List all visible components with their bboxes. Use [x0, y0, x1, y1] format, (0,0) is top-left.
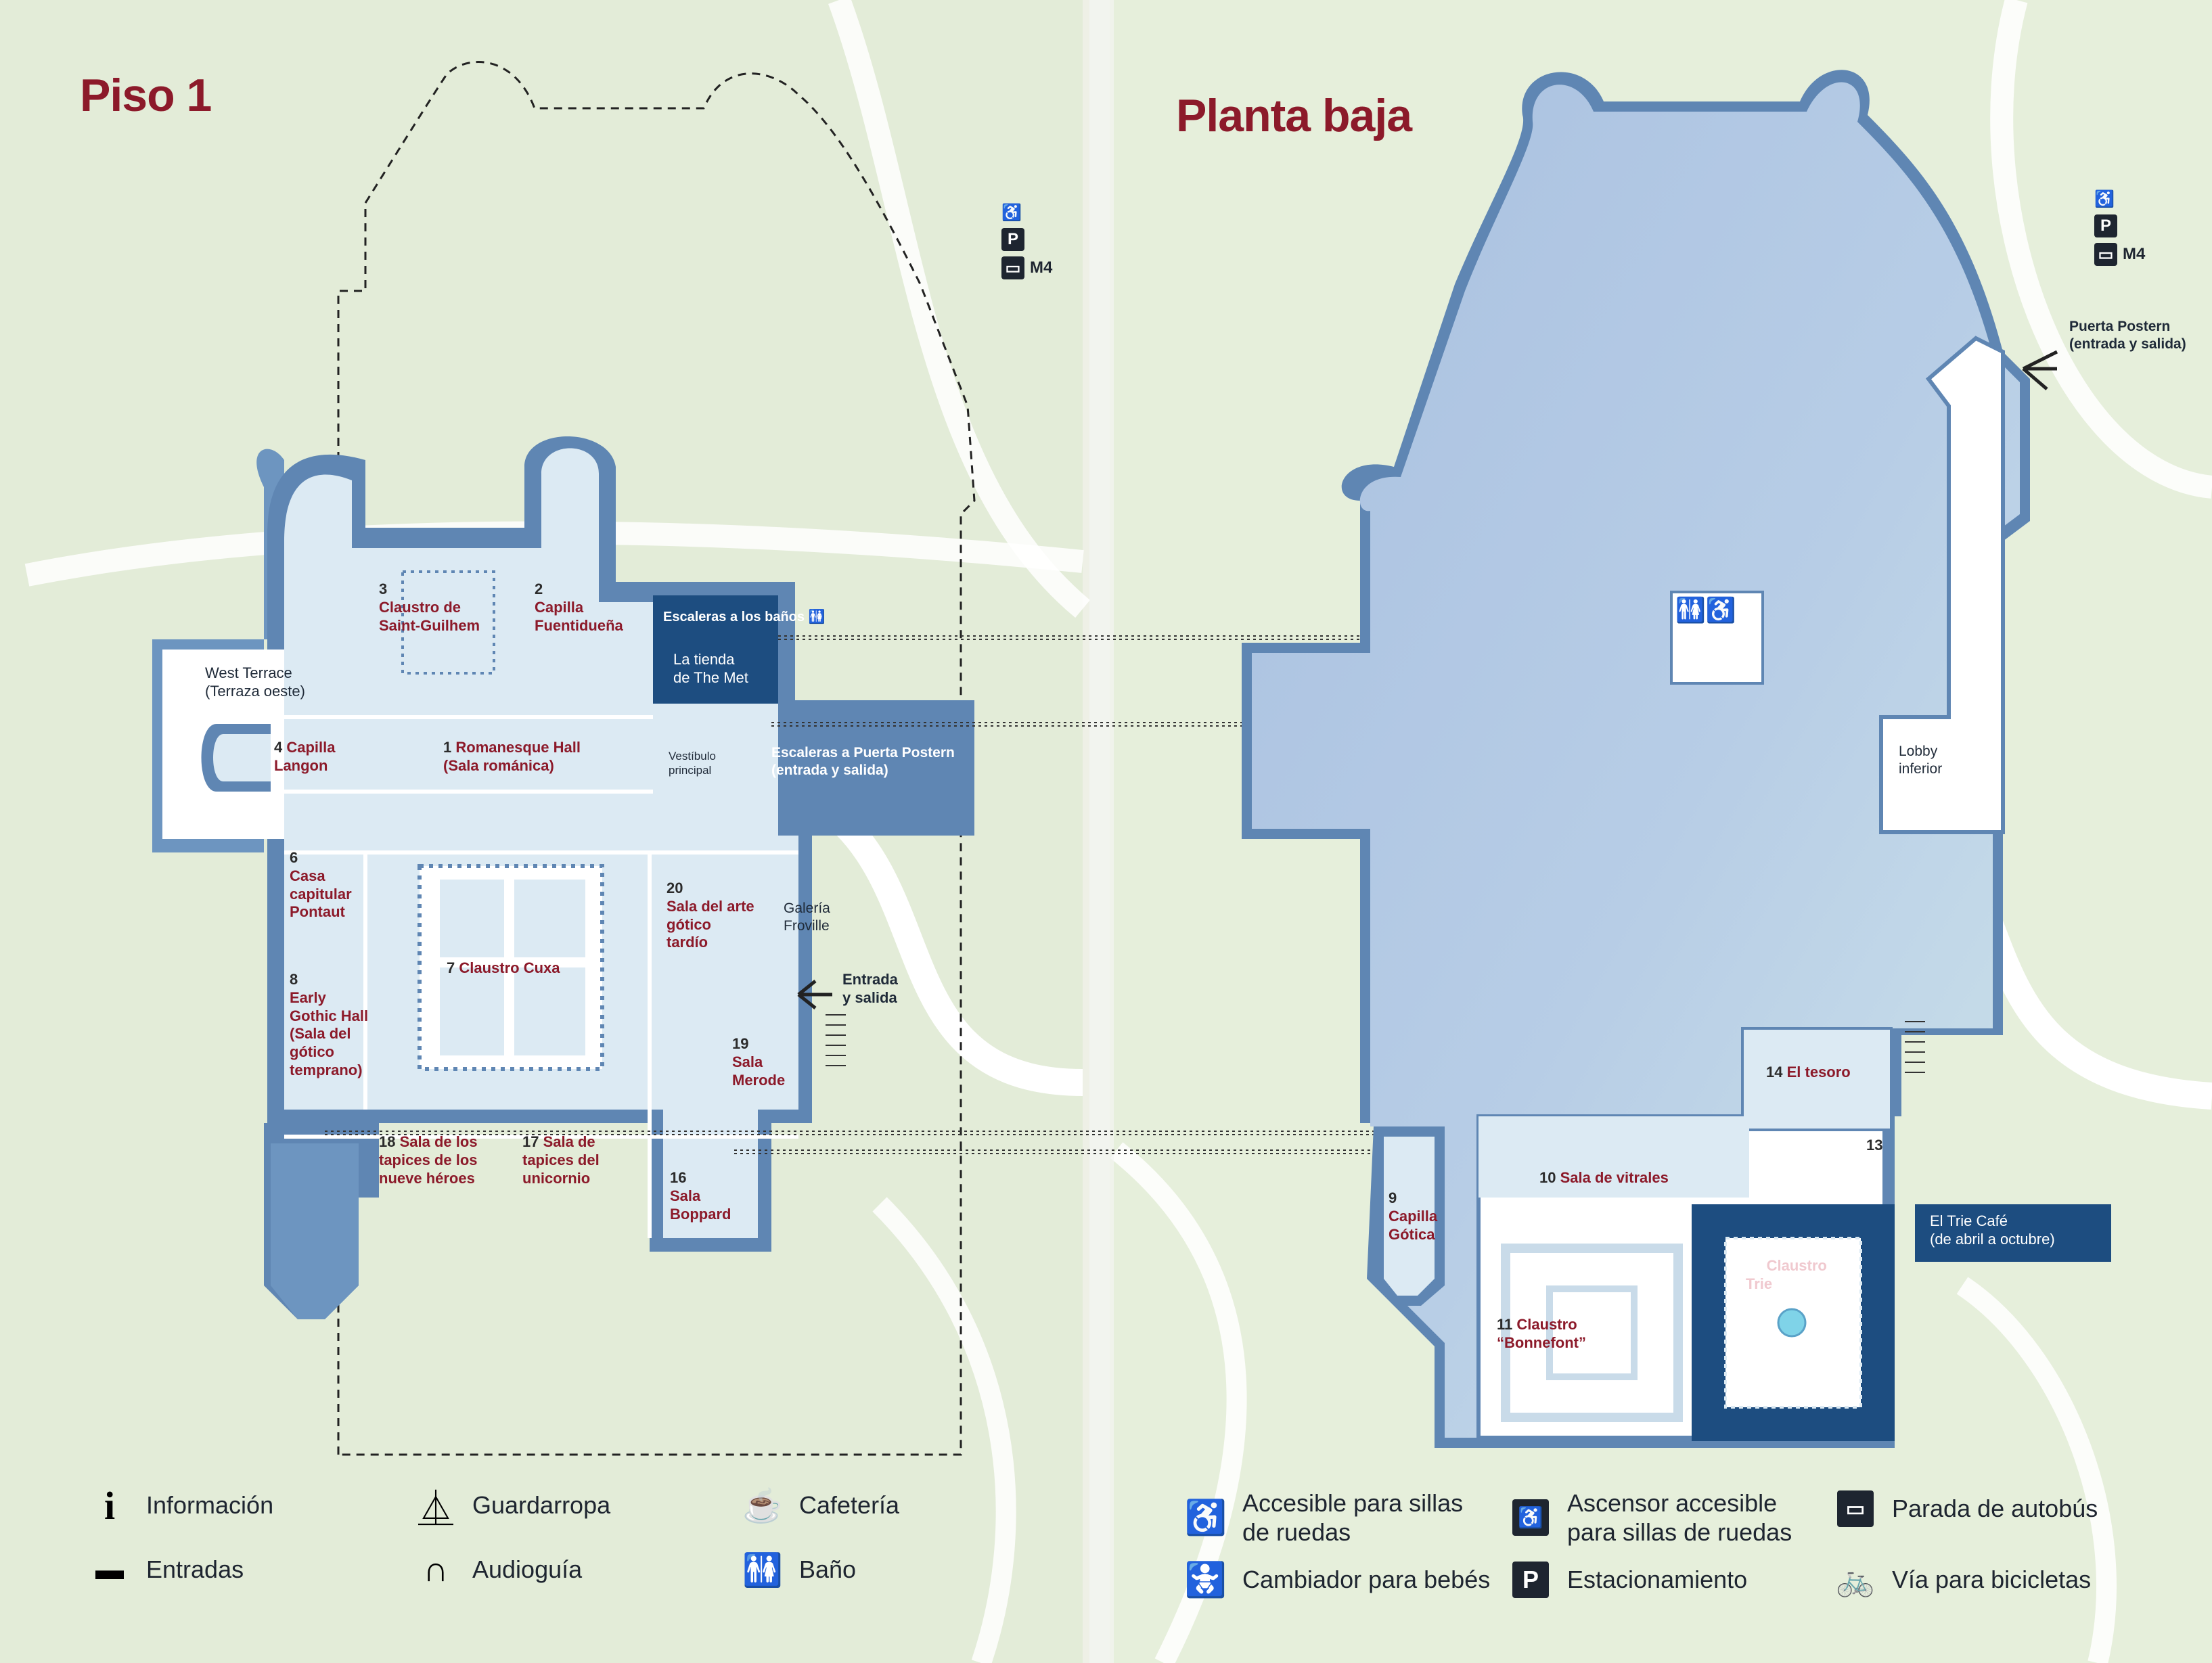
restroom-icon: 🚻 — [808, 610, 826, 624]
room-4[interactable]: 4 Capilla Langon — [274, 739, 336, 774]
stairs-to-postern[interactable]: Escaleras a Puerta Postern(entrada y sal… — [771, 745, 955, 778]
parking-icon: P — [1509, 1559, 1552, 1600]
upper-floor-title: Piso 1 — [80, 70, 212, 121]
hanger-icon: ⏅ — [417, 1489, 453, 1529]
legend-tickets: ▬ Entradas — [88, 1549, 244, 1590]
room-7[interactable]: 7 Claustro Cuxa — [447, 959, 560, 976]
room-17[interactable]: 17 Sala de tapices del unicornio — [522, 1133, 600, 1187]
upper-transport-badges: ♿ P ▭ M4 — [1001, 203, 1052, 279]
info-icon: i — [104, 1483, 116, 1528]
trie-cafe[interactable]: El Trie Café(de abril a octubre) — [1930, 1212, 2055, 1248]
parking-icon: P — [2094, 214, 2117, 237]
bike-icon: 🚲 — [1836, 1562, 1875, 1597]
room-10[interactable]: 10 Sala de vitrales — [1539, 1169, 1669, 1186]
bus-icon: ▭ — [2094, 243, 2117, 266]
legend-audioguide: ∩ Audioguía — [414, 1549, 582, 1590]
room-1[interactable]: 1 Romanesque Hall (Sala románica) — [443, 739, 581, 774]
legend-wheelchair: ♿ Accesible para sillas de ruedas — [1184, 1489, 1464, 1547]
west-terrace-label: West Terrace (Terraza oeste) — [205, 664, 305, 700]
bus-route-label: M4 — [2123, 245, 2146, 263]
postern-gate-label[interactable]: Puerta Postern(entrada y salida) — [2069, 319, 2186, 352]
room-18[interactable]: 18 Sala de los tapices de los nueve héro… — [379, 1133, 478, 1187]
wheelchair-icon: ♿ — [1184, 1498, 1227, 1536]
restroom-icon: 🚻 — [742, 1552, 783, 1589]
legend-restroom: 🚻 Baño — [741, 1549, 856, 1590]
legend-parking: P Estacionamiento — [1509, 1559, 1747, 1600]
room-13[interactable]: 13 — [1866, 1137, 1883, 1154]
lower-restroom-icons: 🚻♿ — [1675, 596, 1736, 624]
parking-icon: P — [1001, 228, 1024, 251]
cup-icon: ☕ — [742, 1488, 783, 1524]
room-14[interactable]: 14 El tesoro — [1766, 1064, 1851, 1080]
headphones-icon: ∩ — [423, 1550, 449, 1589]
legend-bus: ▭ Parada de autobús — [1834, 1488, 2098, 1529]
baby-change-icon: 🚼 — [1184, 1560, 1227, 1599]
bus-icon: ▭ — [1834, 1488, 1877, 1529]
elevator-icon: ♿ — [1509, 1497, 1552, 1538]
lower-floor-plan — [1242, 70, 2111, 1449]
legend-coatcheck: ⏅ Guardarropa — [414, 1485, 610, 1529]
lower-transport-badges: ♿ P ▭ M4 — [2094, 189, 2145, 266]
legend-info: i Información — [88, 1483, 273, 1528]
lower-floor-title: Planta baja — [1176, 90, 1412, 141]
stairs-to-restrooms[interactable]: Escaleras a los baños 🚻 — [663, 610, 826, 624]
legend-cafe: ☕ Cafetería — [741, 1485, 899, 1526]
room-11[interactable]: 11 Claustro “Bonnefont” — [1497, 1316, 1586, 1351]
legend-elevator: ♿ Ascensor accesible para sillas de rued… — [1509, 1488, 1818, 1547]
wheelchair-icon: ♿ — [2094, 190, 2115, 208]
wheelchair-icon: ♿ — [1001, 204, 1022, 222]
room-12[interactable]: 12 Claustro Trie — [1746, 1257, 1827, 1292]
upper-floor-plan — [152, 61, 1868, 1456]
tickets-icon: ▬ — [95, 1553, 124, 1585]
bus-route-label: M4 — [1030, 258, 1053, 277]
legend-bike: 🚲 Vía para bicicletas — [1834, 1559, 2091, 1600]
legend-baby-change: 🚼 Cambiador para bebés — [1184, 1559, 1490, 1600]
bus-icon: ▭ — [1001, 256, 1024, 279]
